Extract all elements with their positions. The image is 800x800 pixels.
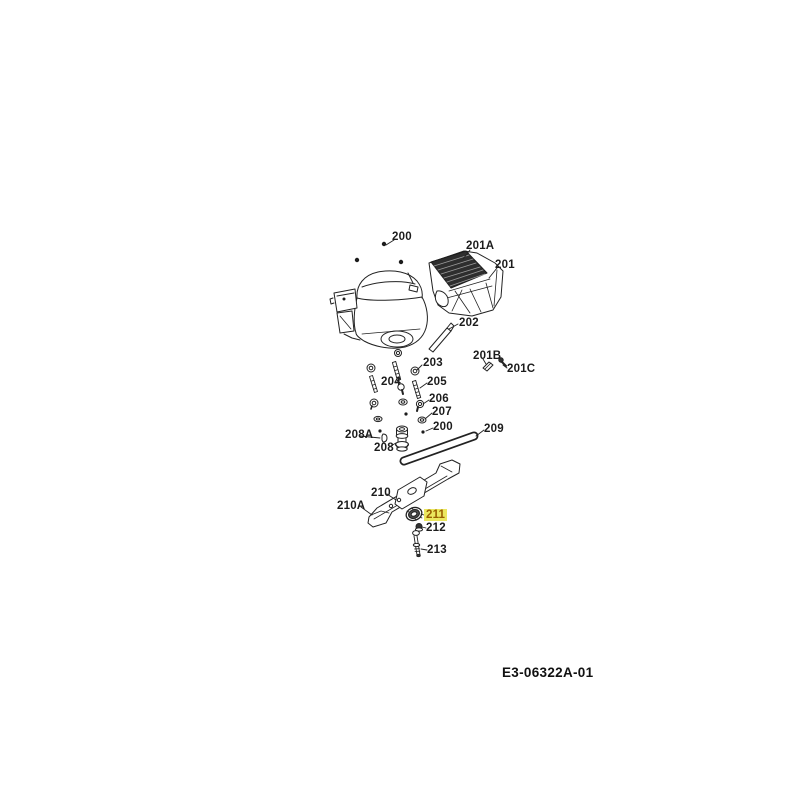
bushing-201b-drawing (482, 361, 494, 372)
engine-hood-drawing (428, 250, 504, 317)
part-label-205[interactable]: 205 (427, 376, 447, 388)
rod-drawing (428, 322, 455, 353)
mount-dots (354, 241, 404, 265)
part-label-202[interactable]: 202 (459, 317, 479, 329)
part-label-208[interactable]: 208 (374, 442, 394, 454)
drawing-code: E3-06322A-01 (502, 665, 594, 680)
part-label-201[interactable]: 201 (495, 259, 515, 271)
nut-drawing (414, 523, 424, 532)
part-label-201A[interactable]: 201A (466, 240, 495, 252)
blade-drawing (367, 459, 461, 528)
blade-bolt-drawing (412, 530, 421, 558)
grille-slats (433, 254, 486, 287)
part-label-213[interactable]: 213 (427, 544, 447, 556)
part-label-200-top[interactable]: 200 (392, 231, 412, 243)
part-label-206[interactable]: 206 (429, 393, 449, 405)
engine-body-drawing (329, 270, 428, 357)
leader-lines (359, 239, 508, 551)
part-label-203[interactable]: 203 (423, 357, 443, 369)
blade-adapter-drawing (405, 506, 423, 522)
part-label-211[interactable]: 211 (424, 509, 448, 521)
part-label-210A[interactable]: 210A (337, 500, 366, 512)
part-label-208A[interactable]: 208A (345, 429, 374, 441)
part-label-201B[interactable]: 201B (473, 350, 502, 362)
part-label-207[interactable]: 207 (432, 406, 452, 418)
drive-belt-drawing (399, 431, 479, 466)
part-label-201C[interactable]: 201C (507, 363, 536, 375)
part-label-210[interactable]: 210 (371, 487, 391, 499)
part-label-209[interactable]: 209 (484, 423, 504, 435)
part-label-204[interactable]: 204 (381, 376, 401, 388)
right-fasteners-drawing (410, 366, 427, 434)
screw-201c-drawing (498, 357, 507, 367)
left-fasteners-drawing (366, 360, 409, 452)
part-label-200-mid[interactable]: 200 (433, 421, 453, 433)
part-label-212[interactable]: 212 (426, 522, 446, 534)
